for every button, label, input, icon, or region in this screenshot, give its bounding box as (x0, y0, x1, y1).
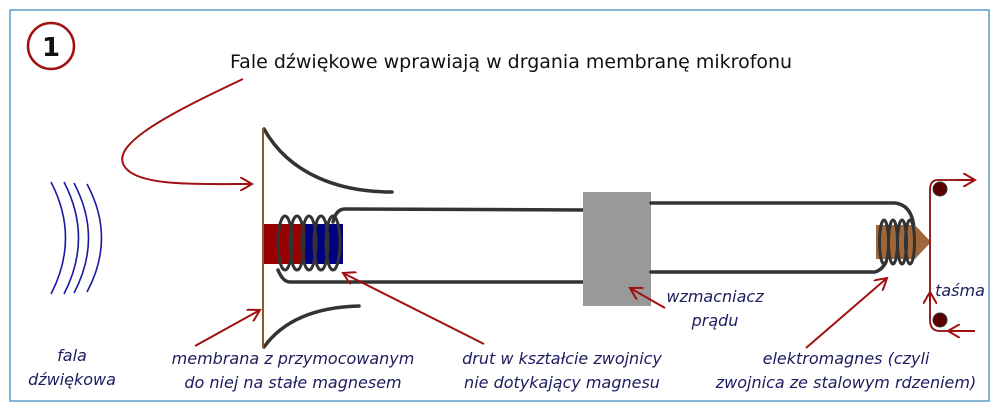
amplifier-label: wzmacniacz (666, 287, 764, 306)
membrane-label: membrana z przymocowanym (172, 349, 415, 368)
amplifier-label: prądu (691, 311, 739, 330)
amplifier-arrow (630, 288, 666, 309)
microphone-coil (276, 214, 342, 272)
electromagnet (649, 201, 931, 274)
microphone (262, 127, 586, 349)
sound-wave-label: fala (57, 346, 87, 365)
tape-roller-bottom (932, 312, 948, 328)
wire-arrow (343, 273, 485, 345)
tape-label: taśma (935, 281, 985, 300)
tape-roller-top (932, 181, 948, 197)
wire-upper-left (331, 207, 586, 224)
magnet-south (305, 224, 343, 264)
membrane-arrow (194, 310, 260, 347)
title-arrow (121, 78, 252, 184)
wire-label: drut w kształcie zwojnicy (462, 349, 662, 368)
frame-border (9, 9, 990, 402)
horn-upper (262, 127, 394, 194)
step-number: 1 (42, 33, 60, 63)
electromagnet-arrow (805, 278, 887, 349)
step-badge: 1 (26, 21, 76, 71)
horn-lower (262, 304, 361, 349)
diagram-title: Fale dźwiękowe wprawiają w drgania membr… (230, 51, 792, 73)
membrane-label: do niej na stałe magnesem (184, 373, 401, 392)
wire-lower-left (276, 268, 586, 284)
electromagnet-label: elektromagnes (czyli (763, 349, 930, 368)
magnet-north (264, 224, 305, 264)
amplifier-box (583, 192, 651, 306)
wire-label: nie dotykający magnesu (464, 373, 660, 392)
sound-wave-icon (50, 181, 103, 295)
electromagnet-label: zwojnica ze stalowym rdzeniem) (715, 373, 976, 392)
sound-wave-label: dźwiękowa (28, 370, 116, 389)
tape (930, 180, 975, 331)
